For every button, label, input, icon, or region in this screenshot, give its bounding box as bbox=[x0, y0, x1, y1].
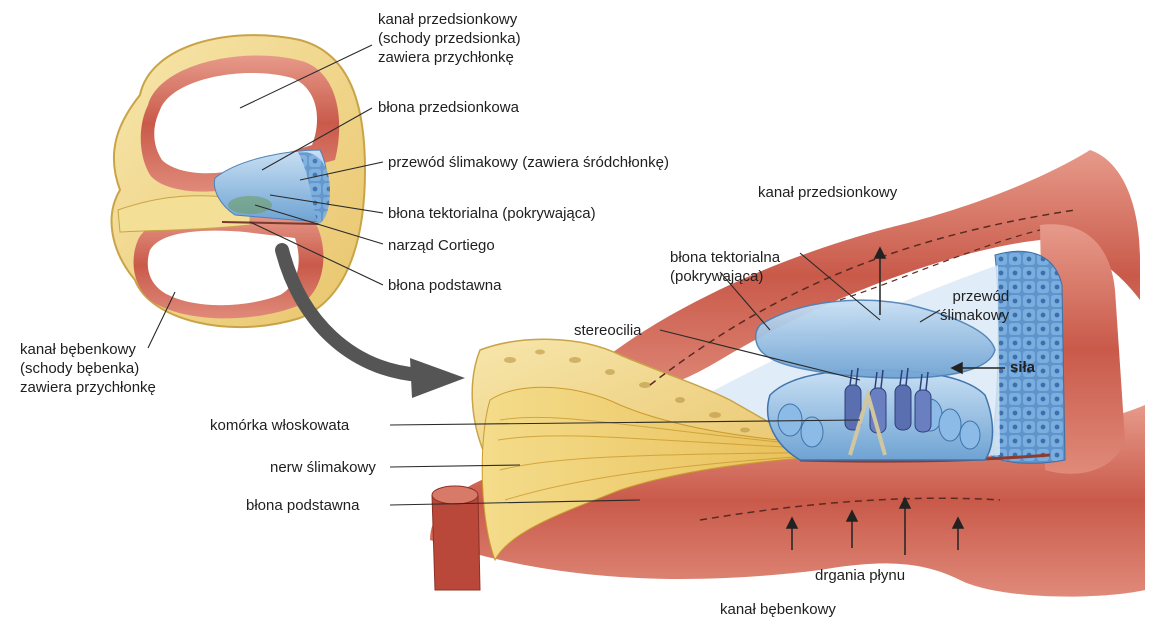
label-scala-tympani-top: kanał bębenkowy (schody bębenka) zawiera… bbox=[20, 340, 156, 397]
label-force: siła bbox=[1010, 358, 1035, 377]
label-scala-tympani-bottom: kanał bębenkowy bbox=[720, 600, 836, 619]
cut-muscle-top bbox=[432, 486, 478, 504]
label-cochlear-duct-right: przewód ślimakowy bbox=[940, 287, 1009, 325]
label-organ-of-corti: narząd Cortiego bbox=[388, 236, 495, 255]
label-scala-vestibuli-right: kanał przedsionkowy bbox=[758, 183, 897, 202]
label-vestibular-membrane: błona przedsionkowa bbox=[378, 98, 519, 117]
label-cochlear-nerve: nerw ślimakowy bbox=[270, 458, 376, 477]
label-tectorial-membrane-top: błona tektorialna (pokrywająca) bbox=[388, 204, 596, 223]
label-basilar-membrane-top: błona podstawna bbox=[388, 276, 501, 295]
label-stereocilia: stereocilia bbox=[574, 321, 642, 340]
organ-corti-small bbox=[228, 196, 272, 214]
label-hair-cell: komórka włoskowata bbox=[210, 416, 349, 435]
label-fluid-vibration: drgania płynu bbox=[815, 566, 905, 585]
scala-tympani-lumen bbox=[148, 231, 299, 306]
label-tectorial-membrane-right: błona tektorialna (pokrywająca) bbox=[670, 248, 780, 286]
label-scala-vestibuli-top: kanał przedsionkowy (schody przedsionka)… bbox=[378, 10, 521, 67]
label-basilar-membrane-bottom: błona podstawna bbox=[246, 496, 359, 515]
label-cochlear-duct-top: przewód ślimakowy (zawiera śródchłonkę) bbox=[388, 153, 669, 172]
cochlea-cross-section bbox=[112, 35, 365, 327]
